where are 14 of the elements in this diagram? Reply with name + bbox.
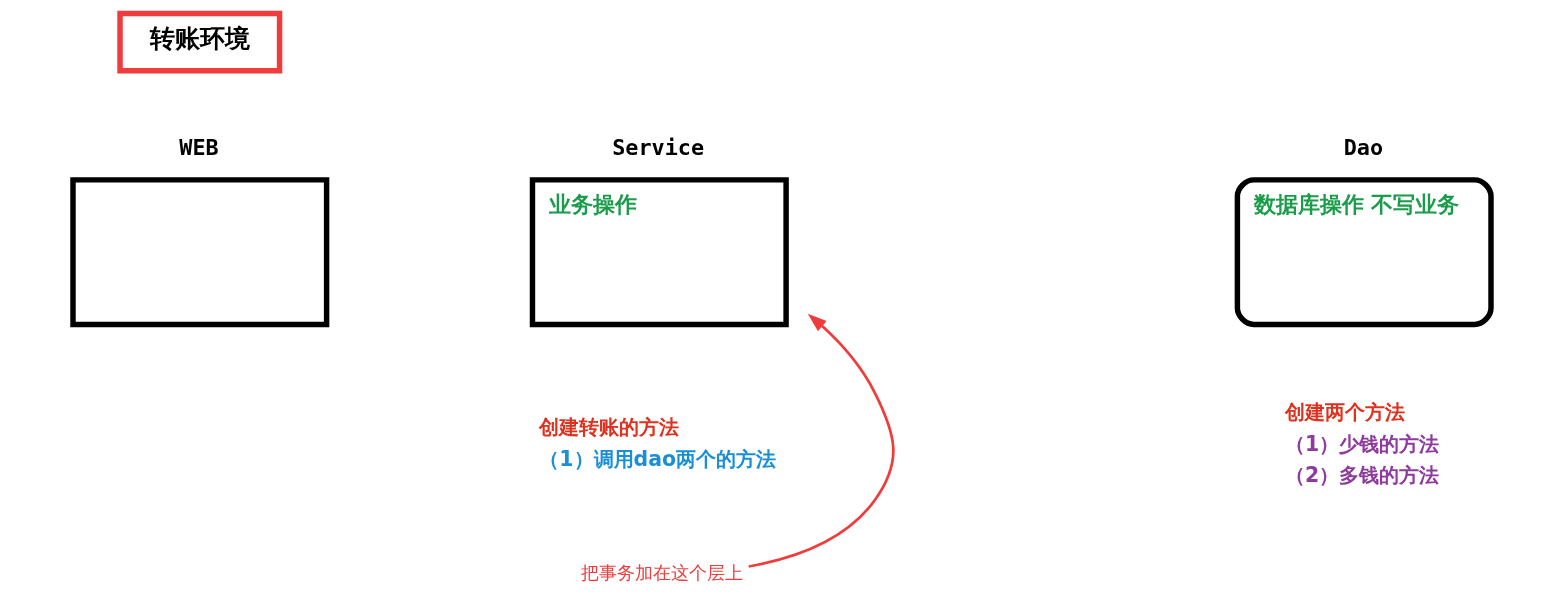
- arrow: [747, 313, 895, 568]
- node-box: [69, 177, 329, 328]
- node-box: 数据库操作 不写业务: [1234, 177, 1494, 328]
- node-label: Service: [611, 135, 704, 161]
- node-label: （2）多钱的方法: [1284, 462, 1439, 487]
- node-text: 把事务加在这个层上: [580, 562, 743, 583]
- node-box: 业务操作: [529, 177, 789, 328]
- node-label: （1）调用dao两个的方法: [538, 446, 776, 471]
- node-label: Dao: [1343, 135, 1383, 161]
- node-label: 创建两个方法: [1284, 400, 1405, 425]
- node-box: 转账环境: [116, 10, 282, 74]
- node-label: （1）少钱的方法: [1284, 431, 1439, 456]
- node-label: 创建转账的方法: [538, 415, 679, 440]
- node-label: WEB: [178, 135, 219, 161]
